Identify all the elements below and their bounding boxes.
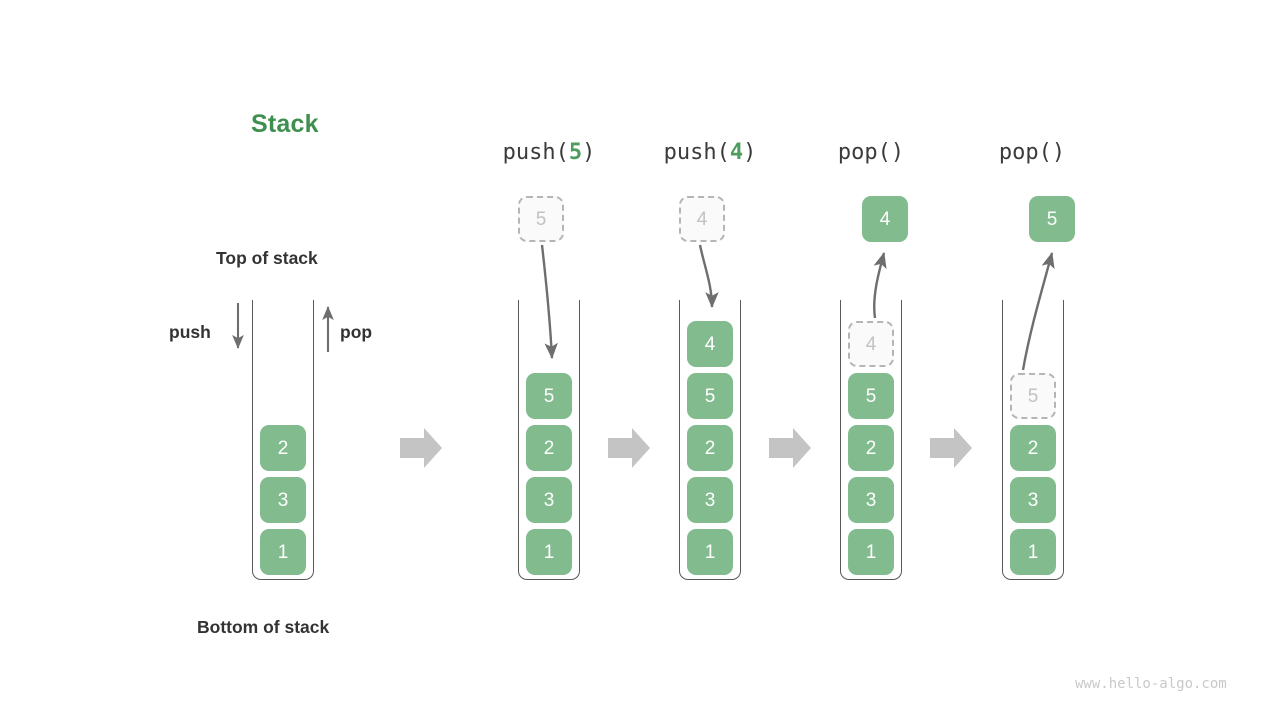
stack-cell: 1 [687, 529, 733, 575]
stack-cell: 3 [848, 477, 894, 523]
stack-cell: 5 [687, 373, 733, 419]
operation-caption-pop-1: pop() [837, 140, 905, 165]
popped-element: 4 [862, 196, 908, 242]
stack-cell: 2 [260, 425, 306, 471]
transition-arrow-icon [769, 428, 811, 468]
stack-container-after-pop-5 [1002, 300, 1064, 580]
stack-cell: 1 [848, 529, 894, 575]
pop-label: pop [340, 322, 373, 342]
stack-cell: 2 [1010, 425, 1056, 471]
incoming-element-ghost: 4 [679, 196, 725, 242]
stack-cell: 3 [260, 477, 306, 523]
bottom-of-stack-label: Bottom of stack [197, 617, 330, 637]
popped-element: 5 [1029, 196, 1075, 242]
page-title: Stack [251, 110, 319, 138]
operation-arg: 4 [729, 140, 744, 165]
push-label: push [169, 322, 211, 342]
stack-container-after-push-4 [679, 300, 741, 580]
stack-cell: 1 [260, 529, 306, 575]
stack-cell: 5 [526, 373, 572, 419]
stack-cell: 5 [848, 373, 894, 419]
top-of-stack-label: Top of stack [216, 248, 318, 268]
operation-caption-text: push( [663, 140, 730, 165]
operation-caption-push-4: push(4) [630, 140, 790, 165]
operation-caption-push-5: push(5) [469, 140, 629, 165]
operation-caption-text: push( [502, 140, 569, 165]
stack-cell: 1 [526, 529, 572, 575]
transition-arrow-icon [608, 428, 650, 468]
stack-container-after-pop-4 [840, 300, 902, 580]
operation-caption-suffix: ) [582, 140, 596, 165]
transition-arrow-icon [930, 428, 972, 468]
stack-container-after-push-5 [518, 300, 580, 580]
stack-container-initial [252, 300, 314, 580]
push-motion-arrow-icon [698, 244, 719, 308]
operation-caption-suffix: ) [743, 140, 757, 165]
stack-cell: 1 [1010, 529, 1056, 575]
stack-cell: 2 [848, 425, 894, 471]
stack-cell-ghost: 4 [848, 321, 894, 367]
operation-caption-pop-2: pop() [998, 140, 1066, 165]
operation-arg: 5 [568, 140, 583, 165]
incoming-element-ghost: 5 [518, 196, 564, 242]
stack-cell: 2 [526, 425, 572, 471]
stack-cell: 3 [526, 477, 572, 523]
stack-cell-ghost: 5 [1010, 373, 1056, 419]
stack-cell: 3 [1010, 477, 1056, 523]
stack-cell: 2 [687, 425, 733, 471]
watermark: www.hello-algo.com [1075, 676, 1227, 692]
stack-cell: 4 [687, 321, 733, 367]
stack-cell: 3 [687, 477, 733, 523]
transition-arrow-icon [400, 428, 442, 468]
